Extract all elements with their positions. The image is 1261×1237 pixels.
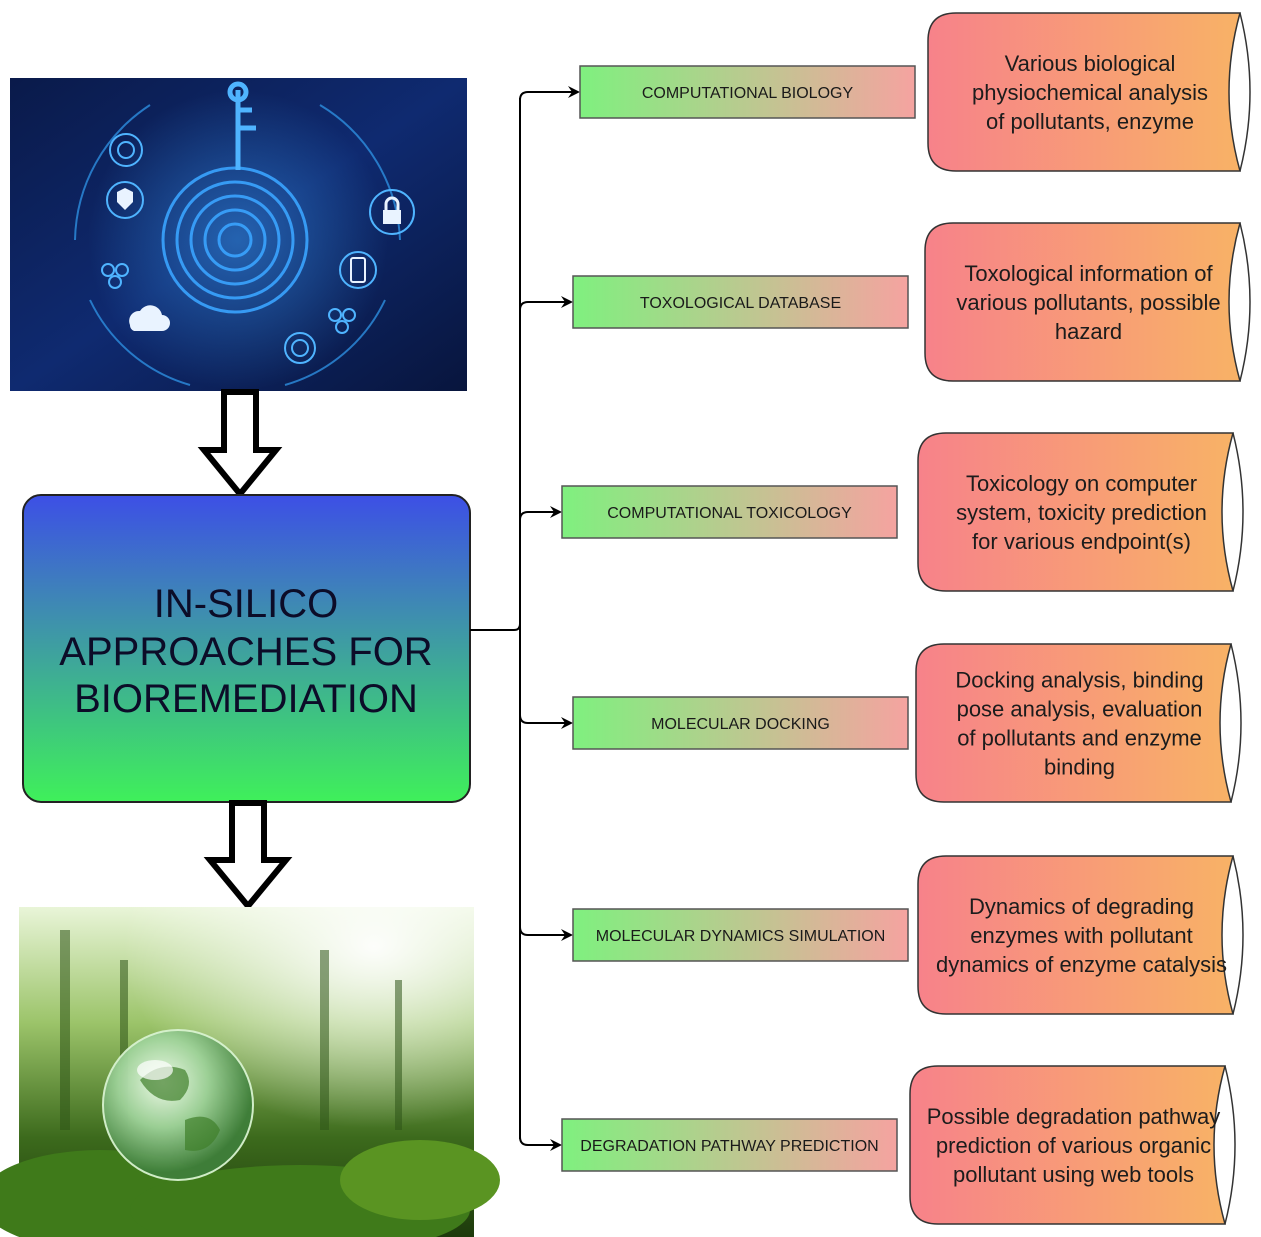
method-description-line: Docking analysis, binding (955, 668, 1203, 693)
scroll-curl (1232, 855, 1244, 1015)
method-2: TOXOLOGICAL DATABASE Toxological informat… (519, 222, 1251, 382)
method-label-box (572, 696, 909, 750)
method-description-box (917, 855, 1234, 1015)
key-icon (227, 81, 256, 170)
method-label: COMPUTATIONAL TOXICOLOGY (607, 505, 852, 522)
method-5: MOLECULAR DYNAMICS SIMULATION Dynamics of… (519, 855, 1244, 1015)
branch-arrow (519, 296, 573, 311)
method-label: DEGRADATION PATHWAY PREDICTION (580, 1138, 878, 1155)
branch-arrow (519, 926, 573, 941)
scroll-curl (1230, 643, 1242, 803)
connector-trunk-stub (470, 623, 521, 631)
method-label: COMPUTATIONAL BIOLOGY (642, 85, 854, 102)
method-label-box (561, 1118, 898, 1172)
method-1: COMPUTATIONAL BIOLOGY Various biological p… (519, 12, 1251, 172)
method-description-line: prediction of various organic (936, 1133, 1211, 1158)
scroll-curl (1224, 1065, 1236, 1225)
method-description-line: system, toxicity prediction (956, 500, 1207, 525)
fingerprint-circle-icon (161, 166, 309, 314)
branch-arrow (519, 86, 580, 101)
scroll-curl (1239, 222, 1251, 382)
center-title-line-3: BIOREMEDIATION (74, 677, 418, 721)
hexagon-cluster-icon (101, 263, 356, 334)
down-arrow-bottom (203, 800, 293, 911)
method-description-box (917, 432, 1234, 592)
method-label: MOLECULAR DYNAMICS SIMULATION (596, 928, 886, 945)
method-description-line: pose analysis, evaluation (957, 697, 1203, 722)
cloud-icon (129, 305, 170, 331)
method-description-line: hazard (1055, 319, 1122, 344)
method-description-box (924, 222, 1241, 382)
lock-icon (369, 189, 415, 235)
method-description-line: pollutant using web tools (953, 1162, 1194, 1187)
moss-ground (0, 1140, 500, 1237)
method-description-line: Various biological (1005, 51, 1176, 76)
method-description-line: Dynamics of degrading (969, 894, 1194, 919)
center-box: IN-SILICO APPROACHES FOR BIOREMEDIATION (22, 494, 471, 803)
method-description-line: physiochemical analysis (972, 80, 1208, 105)
scroll-curl (1232, 432, 1244, 592)
bottom-image (0, 907, 500, 1237)
method-description-line: of pollutants and enzyme (957, 726, 1202, 751)
method-label: TOXOLOGICAL DATABASE (640, 295, 841, 312)
target-icon (284, 332, 316, 364)
method-description-line: dynamics of enzyme catalysis (936, 952, 1227, 977)
method-description-line: Toxicology on computer (966, 471, 1197, 496)
method-description-line: for various endpoint(s) (972, 529, 1191, 554)
connector-lines (470, 98, 521, 1139)
branch-arrow (519, 506, 562, 521)
methods-group: COMPUTATIONAL BIOLOGY Various biological p… (519, 12, 1251, 1225)
method-description-line: various pollutants, possible (956, 290, 1220, 315)
method-description-line: enzymes with pollutant (970, 923, 1193, 948)
method-description-box (909, 1065, 1226, 1225)
down-arrow-top (197, 389, 283, 499)
scroll-curl (1239, 12, 1251, 172)
shield-icon (106, 181, 144, 219)
smartphone-icon (339, 251, 377, 289)
method-description-box (915, 643, 1232, 803)
fingerprint-small-icon (109, 133, 143, 167)
method-label-box (572, 908, 909, 962)
method-label-box (561, 485, 898, 539)
tree-silhouettes (60, 930, 402, 1130)
method-description-line: Toxological information of (964, 261, 1213, 286)
branch-arrow (519, 714, 573, 729)
method-label-box (579, 65, 916, 119)
branch-arrow (519, 1136, 562, 1151)
center-title-line-1: IN-SILICO (154, 582, 338, 626)
center-title-line-2: APPROACHES FOR (59, 630, 432, 674)
method-description-box (927, 12, 1241, 172)
globe-icon (102, 1029, 254, 1181)
method-label: MOLECULAR DOCKING (651, 716, 830, 733)
method-description-line: binding (1044, 755, 1115, 780)
method-6: DEGRADATION PATHWAY PREDICTION Possible d… (519, 1065, 1236, 1225)
method-description-line: of pollutants, enzyme (986, 109, 1194, 134)
method-3: COMPUTATIONAL TOXICOLOGY Toxicology on co… (519, 432, 1244, 592)
top-image (10, 78, 467, 391)
method-description-line: Possible degradation pathway (927, 1104, 1221, 1129)
method-label-box (572, 275, 909, 329)
method-4: MOLECULAR DOCKING Docking analysis, bindi… (519, 643, 1242, 803)
